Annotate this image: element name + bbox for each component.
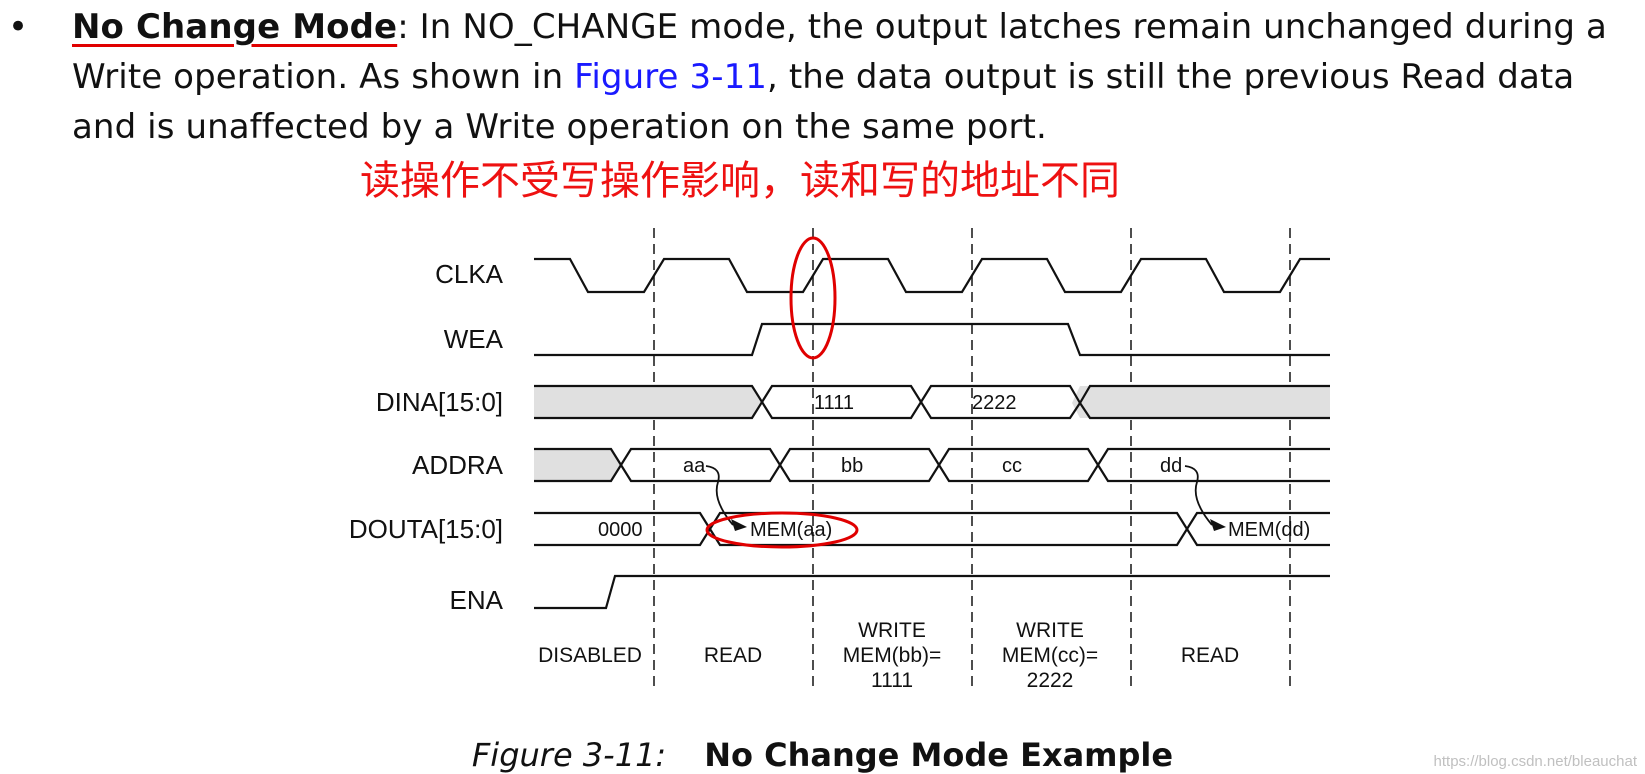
figure-link[interactable]: Figure 3-11 — [574, 57, 768, 97]
dina-bus — [534, 384, 1330, 420]
signal-label-ena: ENA — [450, 585, 504, 615]
addra-bus — [534, 447, 1330, 483]
arrow-heads — [731, 519, 1226, 531]
description-end: , the data output is still the previous … — [72, 57, 1575, 147]
description-start: : In NO_CHANGE mode, the output latches … — [72, 7, 1607, 97]
addra-value-cc: cc — [1002, 455, 1022, 477]
douta-value-0000: 0000 — [598, 519, 643, 541]
douta-bus — [534, 511, 1330, 547]
douta-value-mem-dd: MEM(dd) — [1228, 519, 1310, 541]
signal-label-clka: CLKA — [435, 259, 504, 289]
phase-write-bb-line3: 1111 — [871, 669, 913, 692]
clka-waveform — [534, 257, 1330, 294]
mode-term: No Change Mode — [72, 7, 398, 47]
phase-write-cc-line2: MEM(cc)= — [1002, 644, 1098, 667]
phase-write-bb-line2: MEM(bb)= — [843, 644, 942, 667]
arrow-aa — [705, 465, 734, 526]
dina-dont-care-right — [1072, 386, 1330, 418]
red-circle-mem-aa — [705, 511, 859, 549]
arrow-head-dd — [1210, 519, 1226, 531]
bus-values: 1111 2222 aa bb cc dd 0000 MEM(aa) MEM(d… — [598, 392, 1310, 541]
arrow-head-aa — [731, 519, 747, 531]
signal-label-douta: DOUTA[15:0] — [349, 514, 503, 544]
addra-value-dd: dd — [1160, 455, 1182, 477]
signal-label-wea: WEA — [444, 324, 504, 354]
red-circle-clock-edge — [789, 236, 837, 360]
dina-dont-care-left — [534, 386, 762, 418]
caption-label: Figure 3-11: — [471, 736, 667, 774]
phase-write-bb-line1: WRITE — [858, 619, 926, 642]
phase-write-cc-line3: 2222 — [1027, 669, 1074, 692]
cycle-dividers — [653, 228, 1291, 690]
read-arrows — [705, 465, 1213, 526]
figure-caption: Figure 3-11: No Change Mode Example — [0, 735, 1645, 774]
douta-value-mem-aa: MEM(aa) — [750, 519, 832, 541]
dina-value-2222: 2222 — [972, 392, 1017, 414]
signal-label-dina: DINA[15:0] — [376, 387, 503, 417]
caption-title: No Change Mode Example — [704, 736, 1174, 774]
phase-read-2: READ — [1181, 644, 1239, 667]
ena-waveform — [534, 574, 1330, 610]
bullet: • — [8, 7, 29, 47]
wea-waveform — [534, 322, 1330, 357]
phase-read-1: READ — [704, 644, 762, 667]
watermark: https://blog.csdn.net/bleauchat — [1433, 753, 1637, 770]
phase-write-cc-line1: WRITE — [1016, 619, 1084, 642]
red-annotation: 读操作不受写操作影响，读和写的地址不同 — [360, 158, 1120, 204]
phase-labels: DISABLED READ WRITE MEM(bb)= 1111 WRITE … — [538, 619, 1239, 692]
addra-value-aa: aa — [683, 455, 706, 477]
addra-dont-care — [534, 449, 621, 481]
signal-labels: CLKA WEA DINA[15:0] ADDRA DOUTA[15:0] EN… — [349, 259, 504, 615]
arrow-dd — [1184, 465, 1213, 526]
dina-value-1111: 1111 — [814, 392, 854, 414]
addra-value-bb: bb — [841, 455, 863, 477]
description-paragraph: No Change Mode: In NO_CHANGE mode, the o… — [72, 2, 1640, 152]
signal-label-addra: ADDRA — [412, 450, 504, 480]
phase-disabled: DISABLED — [538, 644, 642, 667]
